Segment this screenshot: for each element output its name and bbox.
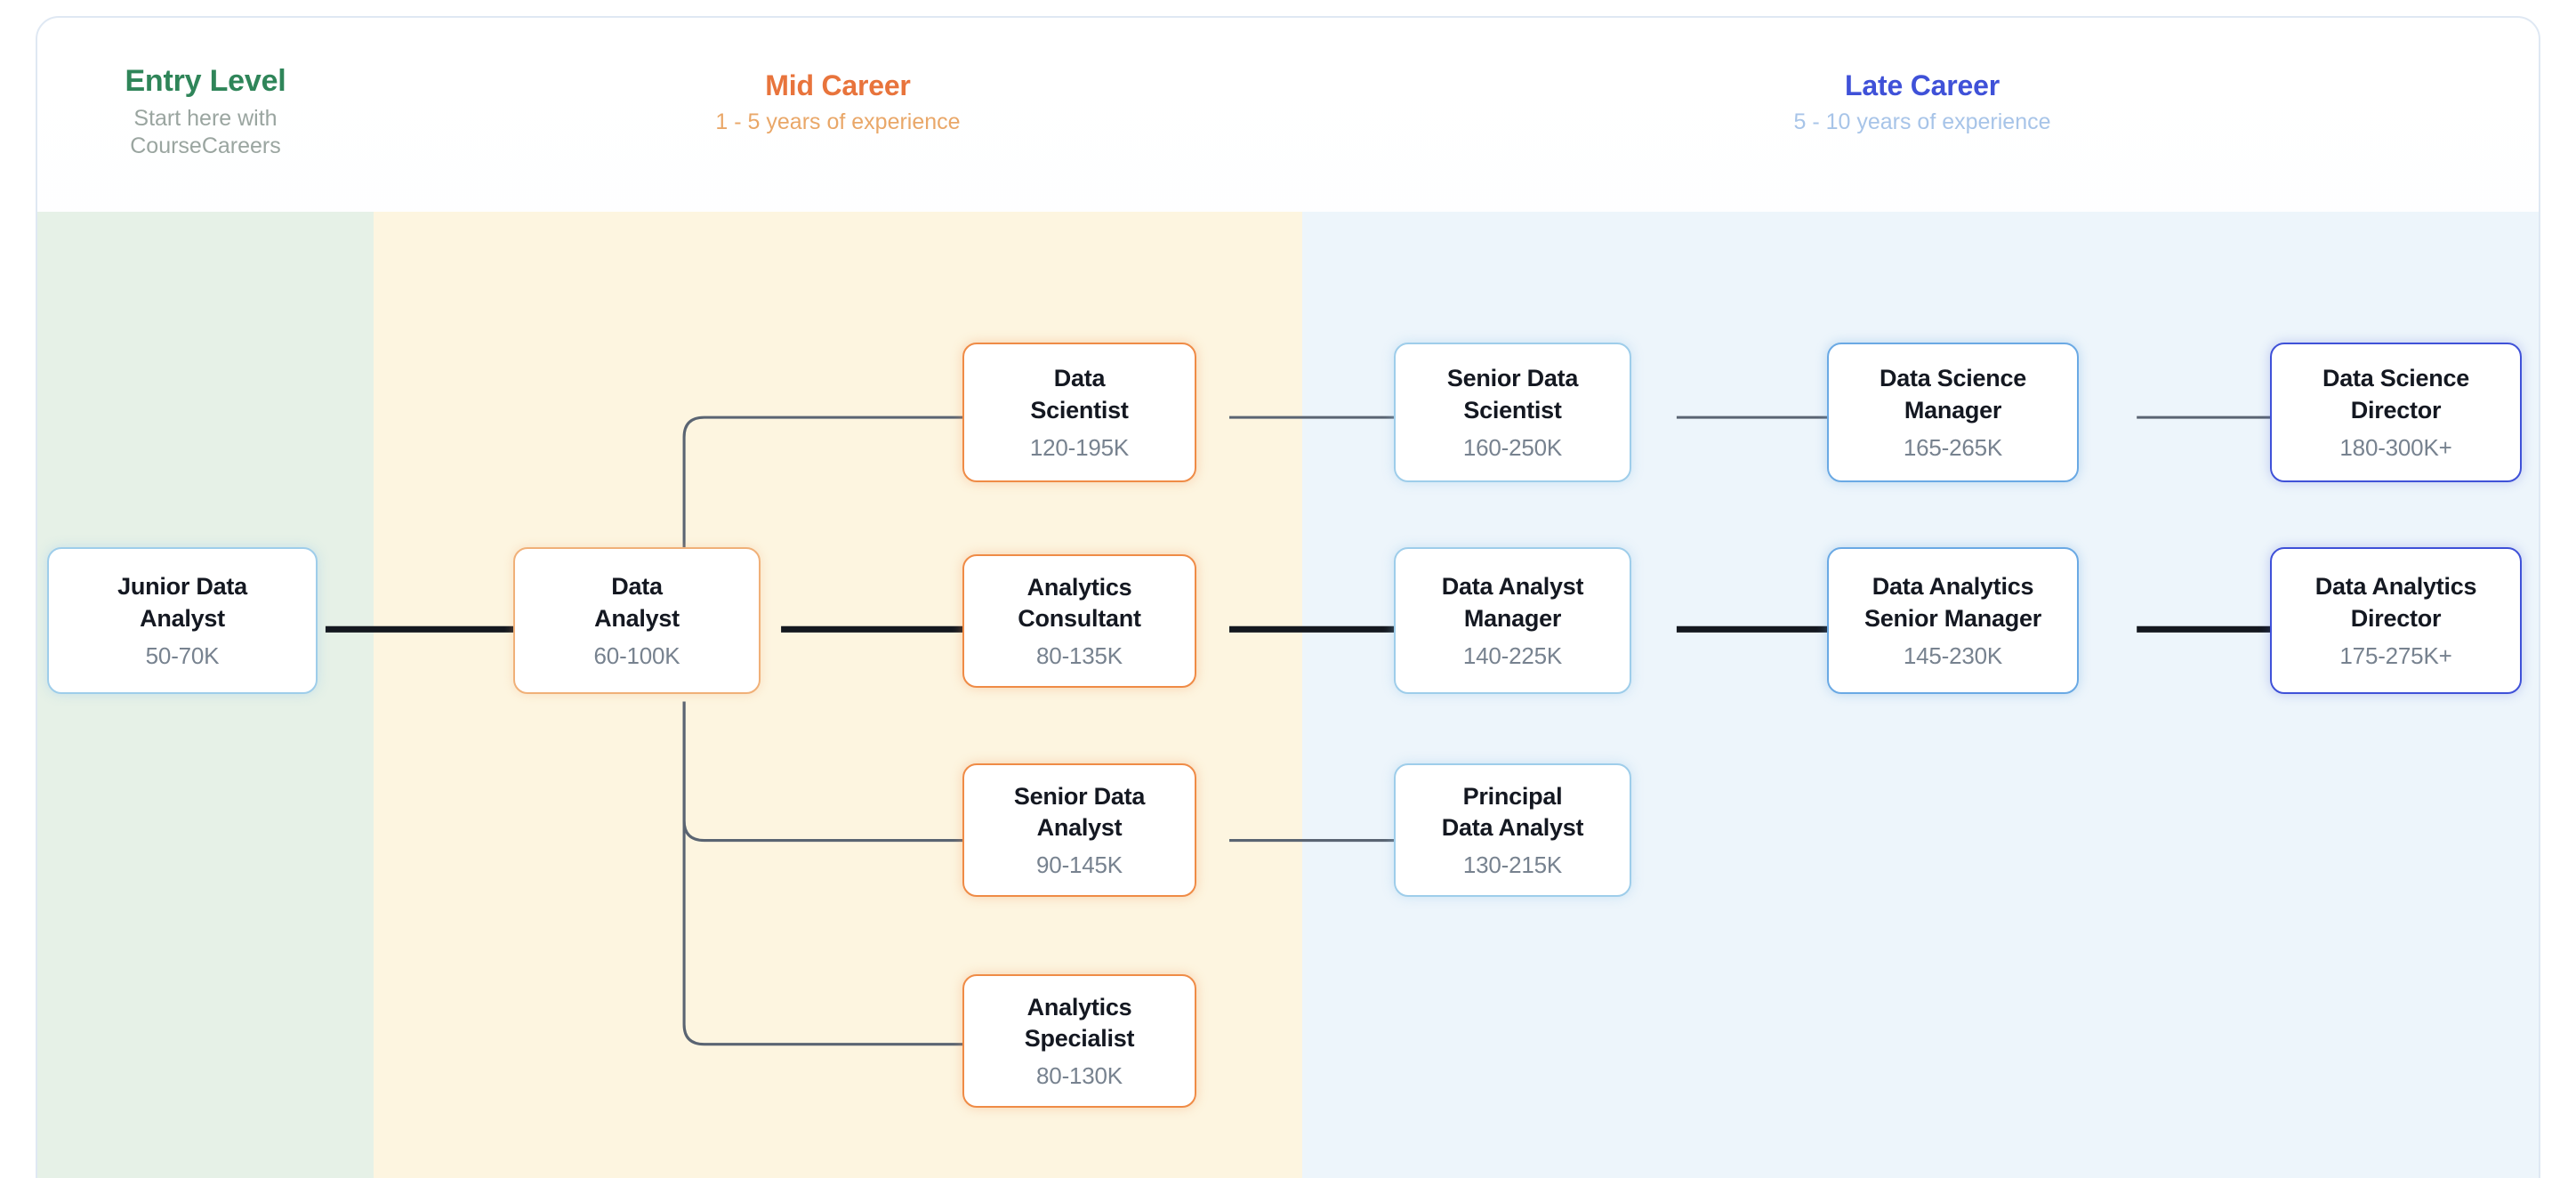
node-data-science-director[interactable]: Data Science Director 180-300K+ [2270,343,2522,482]
node-junior-data-analyst[interactable]: Junior Data Analyst 50-70K [47,547,318,694]
node-data-analytics-senior-manager[interactable]: Data Analytics Senior Manager 145-230K [1827,547,2079,694]
stage-band-entry [37,212,374,1178]
node-title: Data Scientist [1030,365,1129,424]
stage-header-late: Late Career 5 - 10 years of experience [1302,69,2539,136]
node-analytics-specialist[interactable]: Analytics Specialist 80-130K [962,974,1196,1108]
node-principal-data-analyst[interactable]: Principal Data Analyst 130-215K [1394,763,1631,897]
node-salary: 145-230K [1903,641,2003,669]
node-title: Data Analyst [594,573,680,632]
node-senior-data-analyst[interactable]: Senior Data Analyst 90-145K [962,763,1196,897]
stage-header-entry: Entry Level Start here with CourseCareer… [37,64,374,161]
node-title: Principal Data Analyst [1441,782,1584,841]
node-title: Analytics Consultant [1018,573,1141,632]
node-salary: 60-100K [593,641,680,669]
node-title: Data Science Manager [1879,365,2027,424]
diagram-frame: Entry Level Start here with CourseCareer… [36,16,2540,1178]
node-data-analyst-manager[interactable]: Data Analyst Manager 140-225K [1394,547,1631,694]
node-salary: 80-135K [1036,642,1123,670]
stage-subtitle-late: 5 - 10 years of experience [1793,109,2051,134]
node-salary: 80-130K [1036,1062,1123,1090]
stage-header-row: Entry Level Start here with CourseCareer… [37,36,2539,212]
node-title: Junior Data Analyst [117,573,247,632]
node-data-science-manager[interactable]: Data Science Manager 165-265K [1827,343,2079,482]
node-title: Data Analytics Director [2314,573,2477,632]
node-salary: 140-225K [1462,641,1563,669]
node-salary: 165-265K [1903,433,2003,461]
stage-title-entry: Entry Level [125,64,286,98]
stage-header-mid: Mid Career 1 - 5 years of experience [374,69,1302,136]
node-title: Senior Data Scientist [1446,365,1579,424]
node-salary: 50-70K [145,641,220,669]
node-salary: 90-145K [1036,851,1123,879]
node-senior-data-scientist[interactable]: Senior Data Scientist 160-250K [1394,343,1631,482]
node-data-scientist[interactable]: Data Scientist 120-195K [962,343,1196,482]
node-title: Analytics Specialist [1024,993,1135,1052]
node-title: Senior Data Analyst [1013,782,1146,841]
stage-title-mid: Mid Career [765,69,911,101]
node-analytics-consultant[interactable]: Analytics Consultant 80-135K [962,554,1196,688]
node-data-analytics-director[interactable]: Data Analytics Director 175-275K+ [2270,547,2522,694]
stage-subtitle-entry: Start here with CourseCareers [130,106,281,159]
node-salary: 160-250K [1462,433,1563,461]
stage-subtitle-mid: 1 - 5 years of experience [715,109,961,134]
stage-title-late: Late Career [1845,69,2000,101]
node-salary: 130-215K [1462,851,1563,879]
node-salary: 120-195K [1029,433,1130,461]
node-salary: 180-300K+ [2339,433,2452,461]
node-title: Data Analytics Senior Manager [1864,573,2042,632]
node-salary: 175-275K+ [2339,641,2452,669]
node-data-analyst[interactable]: Data Analyst 60-100K [513,547,761,694]
node-title: Data Analyst Manager [1441,573,1584,632]
node-title: Data Science Director [2322,365,2470,424]
